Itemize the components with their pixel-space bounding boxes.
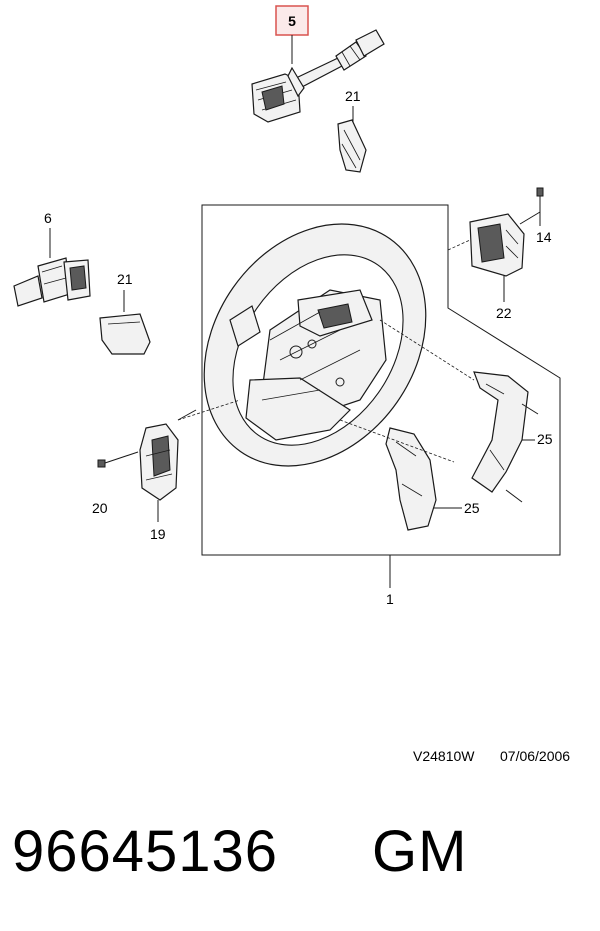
callout-20: 20 bbox=[92, 500, 108, 516]
part-25-lower-paddle[interactable] bbox=[385, 427, 437, 531]
exploded-parts-diagram: 5 21 6 21 bbox=[13, 5, 561, 607]
part-5-multifunction-switch[interactable] bbox=[251, 29, 385, 123]
connector-line bbox=[379, 319, 475, 381]
callout-1: 1 bbox=[386, 591, 394, 607]
part-14-screw[interactable] bbox=[536, 187, 544, 226]
connector-line bbox=[177, 399, 241, 421]
callout-21-left: 21 bbox=[117, 271, 133, 287]
drawing-code: V24810W bbox=[413, 748, 475, 764]
callout-22: 22 bbox=[496, 305, 512, 321]
part-25-upper-paddle[interactable] bbox=[471, 371, 539, 503]
connector-line bbox=[447, 239, 471, 251]
part-22-switch-module[interactable] bbox=[469, 211, 541, 277]
callout-6: 6 bbox=[44, 210, 52, 226]
part-6-switch[interactable] bbox=[13, 257, 91, 307]
part-21-side-cover[interactable] bbox=[99, 313, 151, 355]
callout-14: 14 bbox=[536, 229, 552, 245]
callout-19: 19 bbox=[150, 526, 166, 542]
brand-name: GM bbox=[372, 819, 468, 884]
part-number: 96645136 bbox=[12, 819, 279, 884]
part-21-upper-cover[interactable] bbox=[337, 119, 367, 173]
part-1-steering-wheel[interactable] bbox=[159, 181, 472, 509]
callout-25-lower: 25 bbox=[464, 500, 480, 516]
callout-25-upper: 25 bbox=[537, 431, 553, 447]
callout-21-top: 21 bbox=[345, 88, 361, 104]
drawing-date: 07/06/2006 bbox=[500, 748, 571, 764]
callout-5: 5 bbox=[288, 13, 296, 29]
part-19-switch[interactable] bbox=[139, 409, 197, 501]
connector-line bbox=[339, 419, 455, 463]
part-20-screw[interactable] bbox=[97, 451, 139, 468]
assembly-frame bbox=[201, 204, 561, 556]
